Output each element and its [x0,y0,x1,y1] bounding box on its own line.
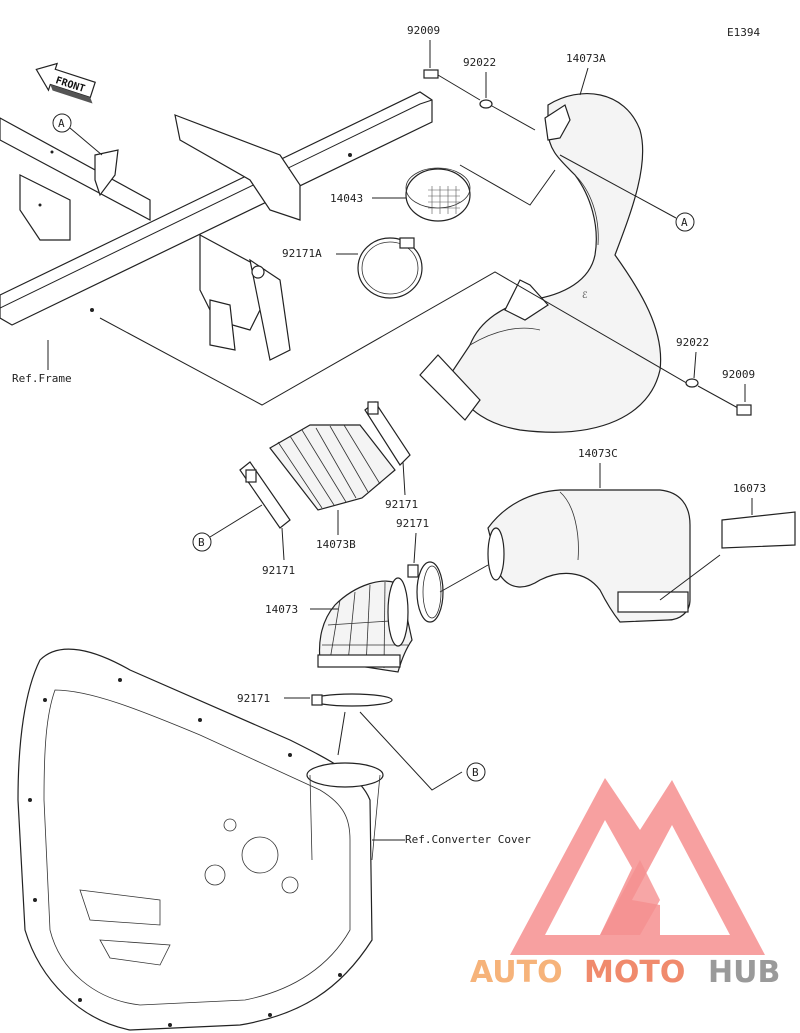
ref-frame-label: Ref.Frame [12,372,72,385]
duct-14073C [487,489,691,623]
seal-16073 [721,511,796,549]
clamp-92171-bottom [311,693,393,707]
part-92022-right: 92022 [676,336,709,349]
filter-14043 [405,167,471,222]
clamp-92171-left [239,461,291,529]
part-14073A: 14073A [566,52,606,65]
ref-marker-a-frame [52,113,72,133]
ref-converter-cover-label: Ref.Converter Cover [405,833,531,846]
svg-text:ℰ: ℰ [582,291,588,301]
part-92171-b: 92171 [262,564,295,577]
converter-cover [17,648,384,1031]
clamp-92171-upper [364,401,411,466]
ref-marker-b-lower-label: B [472,766,479,779]
watermark-logo [510,778,765,955]
washer-92022-right [685,378,699,388]
part-14073: 14073 [265,603,298,616]
duct-14073A: ℰ [419,93,662,433]
ref-marker-b-lower [466,762,486,782]
ref-marker-a-duct-label: A [681,216,688,229]
bolt-92009-top [423,69,481,101]
bolt-92009-right [697,385,752,416]
part-14073B: 14073B [316,538,356,551]
part-14073C: 14073C [578,447,618,460]
part-92009-right: 92009 [722,368,755,381]
ref-marker-b-upper [192,532,212,552]
watermark-text: AUTO MOTO HUB [470,955,780,990]
part-92171-c: 92171 [396,517,429,530]
clamp-92171A [357,237,423,299]
part-92171-a: 92171 [385,498,418,511]
diagram-code: E1394 [727,26,760,39]
elbow-14073 [317,577,413,673]
ref-marker-a-frame-label: A [58,117,65,130]
front-arrow-icon: FRONT [35,62,96,104]
part-92171A: 92171A [282,247,322,260]
watermark-moto: MOTO [584,955,685,990]
boot-14073B [269,424,396,511]
washer-92022-top [479,99,493,109]
watermark-auto: AUTO [470,955,563,990]
part-92022-top: 92022 [463,56,496,69]
part-14043: 14043 [330,192,363,205]
part-16073: 16073 [733,482,766,495]
watermark-hub: HUB [708,955,780,990]
frame [0,91,433,361]
ref-marker-a-duct [675,212,695,232]
part-92009-top: 92009 [407,24,440,37]
clamp-92171-middle [407,561,444,623]
part-92171-d: 92171 [237,692,270,705]
ref-marker-b-upper-label: B [198,536,205,549]
